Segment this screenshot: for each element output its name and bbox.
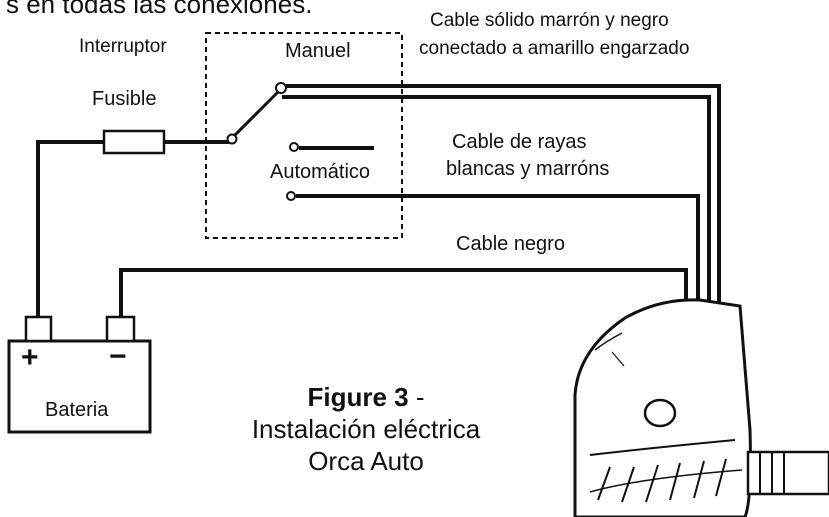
negative-sign: − <box>109 340 127 373</box>
figure-caption: Figure 3 - Instalación eléctrica Orca Au… <box>236 381 496 477</box>
battery-label: Bateria <box>45 399 109 421</box>
switch-box <box>205 32 403 239</box>
positive-wire <box>36 140 104 317</box>
battery <box>7 339 152 434</box>
black-cable <box>119 268 688 317</box>
striped-cable-label-line1: Cable de rayas <box>452 131 587 153</box>
figure-number: Figure 3 <box>307 382 409 412</box>
solid-cable-label-line2: conectado a amarillo engarzado <box>419 38 690 59</box>
fuse <box>102 129 166 155</box>
manual-contact <box>275 82 287 94</box>
solid-cable-b <box>282 95 711 312</box>
battery-negative-terminal <box>105 315 136 343</box>
black-cable-label: Cable negro <box>456 233 565 255</box>
header-fragment: s en todas las conexiones. <box>6 0 313 19</box>
automatico-label: Automático <box>270 161 371 183</box>
battery-positive-terminal <box>24 315 53 343</box>
switch-pivot <box>226 133 238 145</box>
striped-cable <box>296 194 700 312</box>
manuel-label: Manuel <box>285 40 351 62</box>
interruptor-label: Interruptor <box>79 36 167 57</box>
fusible-label: Fusible <box>92 88 157 110</box>
switch-lever <box>230 90 280 140</box>
striped-cable-label-line2: blancas y marróns <box>446 158 610 180</box>
solid-cable-a <box>286 84 721 312</box>
pump <box>573 298 829 517</box>
auto-contact-upper <box>289 142 299 152</box>
auto-contact-lower <box>286 191 296 201</box>
solid-cable-label-line1: Cable sólido marrón y negro <box>430 10 669 31</box>
caption-line2: Instalación eléctrica <box>251 414 481 444</box>
figure-dash: - <box>408 382 425 412</box>
positive-sign: + <box>21 341 39 374</box>
caption-line3: Orca Auto <box>308 446 424 476</box>
